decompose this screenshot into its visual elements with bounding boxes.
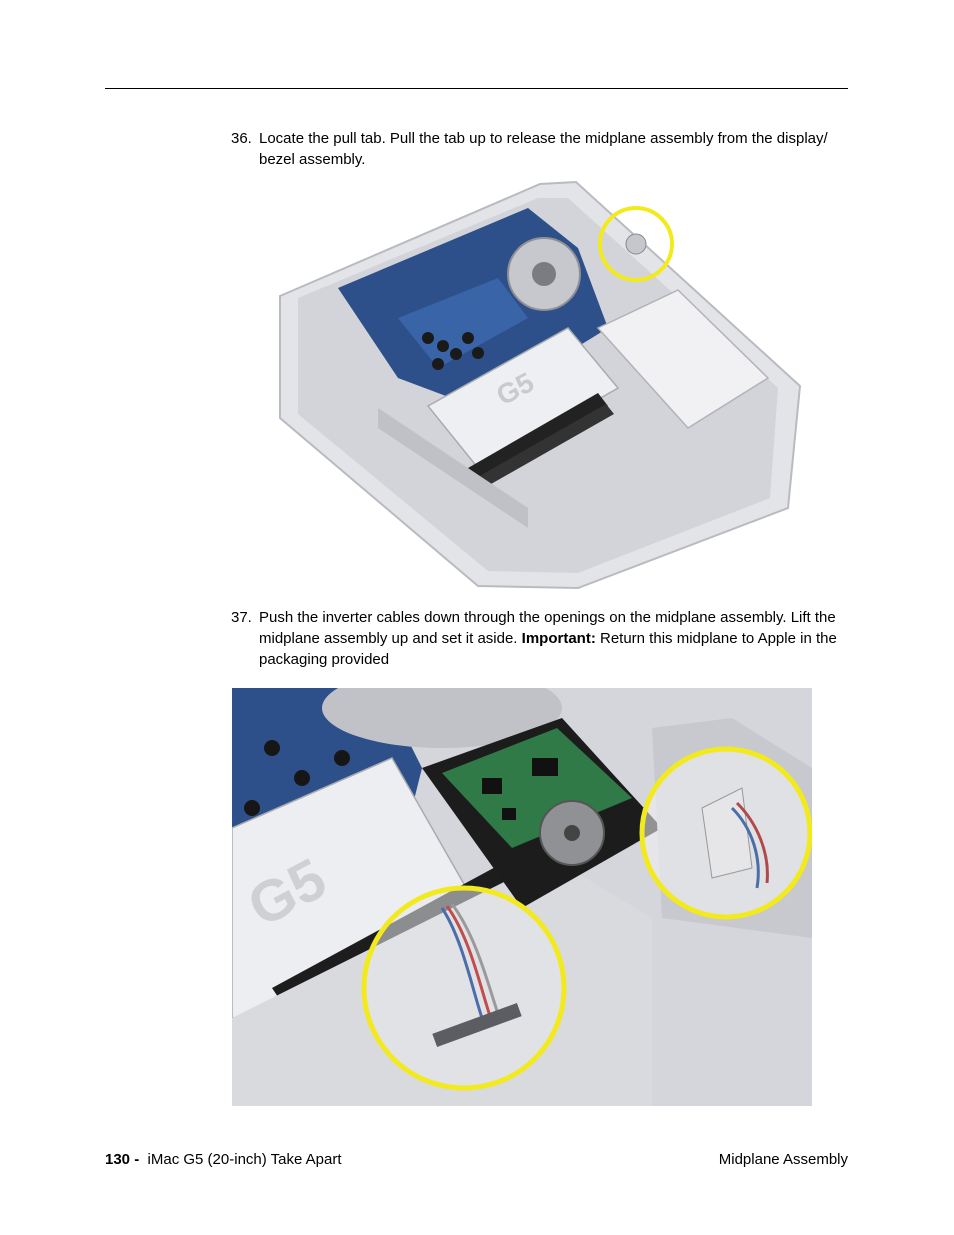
important-label: Important: bbox=[521, 630, 596, 647]
step-number: 37. bbox=[231, 609, 252, 626]
step-36: 36. Locate the pull tab. Pull the tab up… bbox=[231, 128, 851, 170]
step-text: Locate the pull tab. Pull the tab up to … bbox=[259, 130, 828, 168]
cable-opening-highlight-left bbox=[361, 885, 567, 1091]
page-number: 130 - bbox=[105, 1151, 140, 1168]
step-37: 37. Push the inverter cables down throug… bbox=[231, 607, 851, 670]
section-title: Midplane Assembly bbox=[718, 1151, 848, 1168]
midplane-pull-tab-photo: G5 bbox=[278, 178, 804, 590]
pull-tab-highlight bbox=[598, 206, 674, 282]
step-text: Push the inverter cables down through th… bbox=[259, 609, 837, 668]
inverter-cables-photo: G5 bbox=[232, 688, 812, 1106]
step-number: 36. bbox=[231, 130, 252, 147]
header-rule bbox=[105, 88, 848, 89]
footer-left: 130 - iMac G5 (20-inch) Take Apart bbox=[105, 1151, 342, 1169]
doc-title: iMac G5 (20-inch) Take Apart bbox=[147, 1151, 342, 1168]
